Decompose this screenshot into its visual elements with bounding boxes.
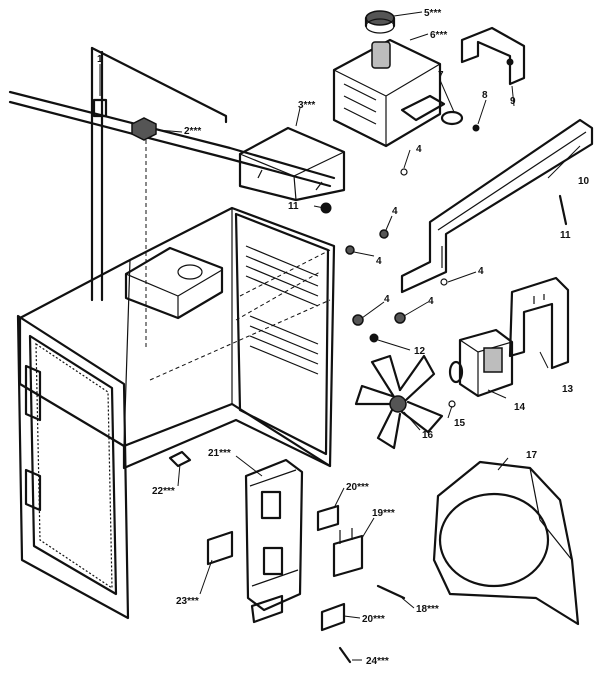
callout-4f: 4	[478, 266, 484, 277]
callout-6: 6***	[430, 30, 447, 41]
callout-22: 22***	[152, 486, 175, 497]
part-17-fan-shroud	[432, 460, 580, 626]
callout-12: 12	[414, 346, 426, 357]
callout-1: 1	[97, 54, 103, 65]
oven-cavity	[8, 46, 336, 470]
part-20-switch-lower	[320, 602, 346, 632]
callout-18: 18***	[416, 604, 439, 615]
callout-9: 9	[510, 96, 516, 107]
callout-14: 14	[514, 402, 526, 413]
part-5-antenna-cap	[364, 10, 396, 34]
part-1-clip	[92, 98, 108, 118]
callout-15: 15	[454, 418, 466, 429]
part-11-screw-rail	[558, 194, 568, 226]
callout-4d: 4	[384, 294, 390, 305]
callout-5: 5***	[424, 8, 441, 19]
part-19-switch	[332, 528, 364, 578]
part-16-fan-blade	[354, 354, 444, 450]
part-24-screw	[338, 646, 352, 664]
callout-17: 17	[526, 450, 538, 461]
callout-4e: 4	[428, 296, 434, 307]
door-frame	[16, 314, 130, 620]
leader-lines	[99, 11, 581, 661]
callout-labels: 1 2*** 3*** 4 4 4 4 4 4 5*** 6*** 7 8 9 …	[97, 8, 590, 667]
part-4-screw-a	[400, 168, 408, 176]
part-12-washer	[369, 333, 379, 343]
callout-2: 2***	[184, 126, 201, 137]
part-21-switch-plate	[244, 458, 304, 624]
callout-23: 23***	[176, 596, 199, 607]
part-4-screw-f	[440, 278, 448, 286]
waveguide-bracket	[124, 246, 224, 320]
part-20-switch-upper	[316, 504, 340, 532]
callout-20a: 20***	[346, 482, 369, 493]
part-18-screw	[376, 584, 406, 600]
callout-11a: 11	[288, 201, 299, 212]
vent-slots	[245, 245, 319, 375]
part-23-bracket	[206, 530, 234, 566]
part-4-screw-c	[345, 245, 355, 255]
part-11-screw	[320, 202, 332, 214]
callout-21: 21***	[208, 448, 231, 459]
part-13-motor-bracket	[508, 276, 570, 370]
callout-16: 16	[422, 430, 434, 441]
part-8-screw	[472, 124, 480, 132]
callout-3: 3***	[298, 100, 315, 111]
callout-11b: 11	[560, 230, 571, 241]
part-4-screw-e	[394, 312, 406, 324]
part-6-magnetron	[332, 38, 446, 148]
callout-20b: 20***	[362, 614, 385, 625]
callout-24: 24***	[366, 656, 389, 667]
part-10-mounting-rail	[400, 118, 594, 294]
part-7-thermal-protector	[440, 110, 464, 126]
callout-8: 8	[482, 90, 488, 101]
part-2-nut	[131, 117, 157, 141]
part-4-screw-d	[352, 314, 364, 326]
callout-4a: 4	[416, 144, 422, 155]
callout-4c: 4	[376, 256, 382, 267]
part-22-clip	[168, 450, 192, 468]
callout-13: 13	[562, 384, 574, 395]
part-9-bracket	[460, 26, 526, 86]
callout-7: 7	[438, 70, 444, 81]
part-3-air-duct	[238, 126, 346, 202]
part-14-fan-motor	[448, 328, 514, 398]
callout-10: 10	[578, 176, 590, 187]
callout-4b: 4	[392, 206, 398, 217]
callout-19: 19***	[372, 508, 395, 519]
part-4-screw-b	[379, 229, 389, 239]
